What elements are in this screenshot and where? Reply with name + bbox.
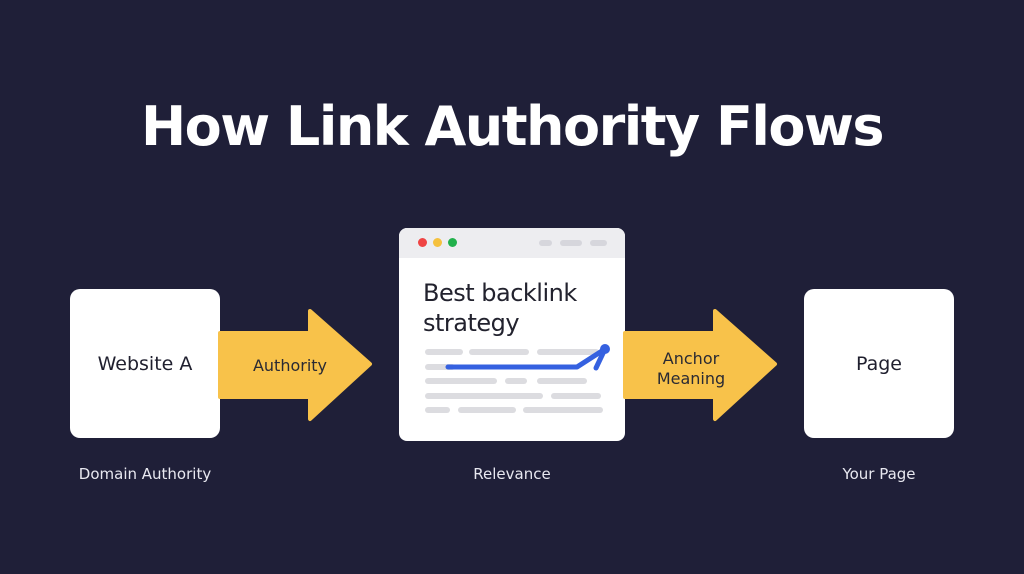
authority-arrow-icon	[218, 309, 372, 421]
anchor-meaning-arrow-label: Anchor Meaning	[641, 349, 741, 389]
article-headline: Best backlink strategy	[423, 278, 577, 338]
tab-placeholder	[560, 240, 582, 246]
browser-title-bar	[399, 228, 625, 258]
page-title: How Link Authority Flows	[140, 95, 885, 158]
text-line	[425, 349, 463, 355]
source-website-label: Website A	[97, 352, 193, 375]
text-line	[458, 407, 516, 413]
headline-line: Best backlink	[423, 279, 577, 307]
text-line	[537, 378, 587, 384]
authority-arrow-label: Authority	[252, 356, 328, 375]
tab-placeholder	[590, 240, 607, 246]
text-line	[523, 407, 603, 413]
arrow-label-line: Meaning	[656, 369, 726, 388]
target-caption: Your Page	[842, 465, 916, 483]
text-line	[425, 393, 543, 399]
text-line	[551, 393, 601, 399]
minimize-dot-icon	[433, 238, 442, 247]
arrow-label-line: Anchor	[662, 349, 720, 368]
headline-line: strategy	[423, 309, 520, 337]
article-browser-card: Best backlink strategy	[399, 228, 625, 441]
maximize-dot-icon	[448, 238, 457, 247]
tab-placeholder	[539, 240, 552, 246]
middle-caption: Relevance	[473, 465, 551, 483]
text-line	[469, 349, 529, 355]
source-caption: Domain Authority	[78, 465, 212, 483]
text-line	[537, 349, 599, 355]
link-trend-arrow-icon	[445, 344, 610, 371]
text-line	[505, 378, 527, 384]
target-page-label: Page	[856, 352, 902, 375]
text-line	[425, 378, 497, 384]
target-page-card: Page	[804, 289, 954, 438]
text-line	[425, 407, 450, 413]
source-website-card: Website A	[70, 289, 220, 438]
close-dot-icon	[418, 238, 427, 247]
anchor-meaning-arrow-icon	[623, 309, 777, 421]
text-line	[425, 364, 455, 370]
